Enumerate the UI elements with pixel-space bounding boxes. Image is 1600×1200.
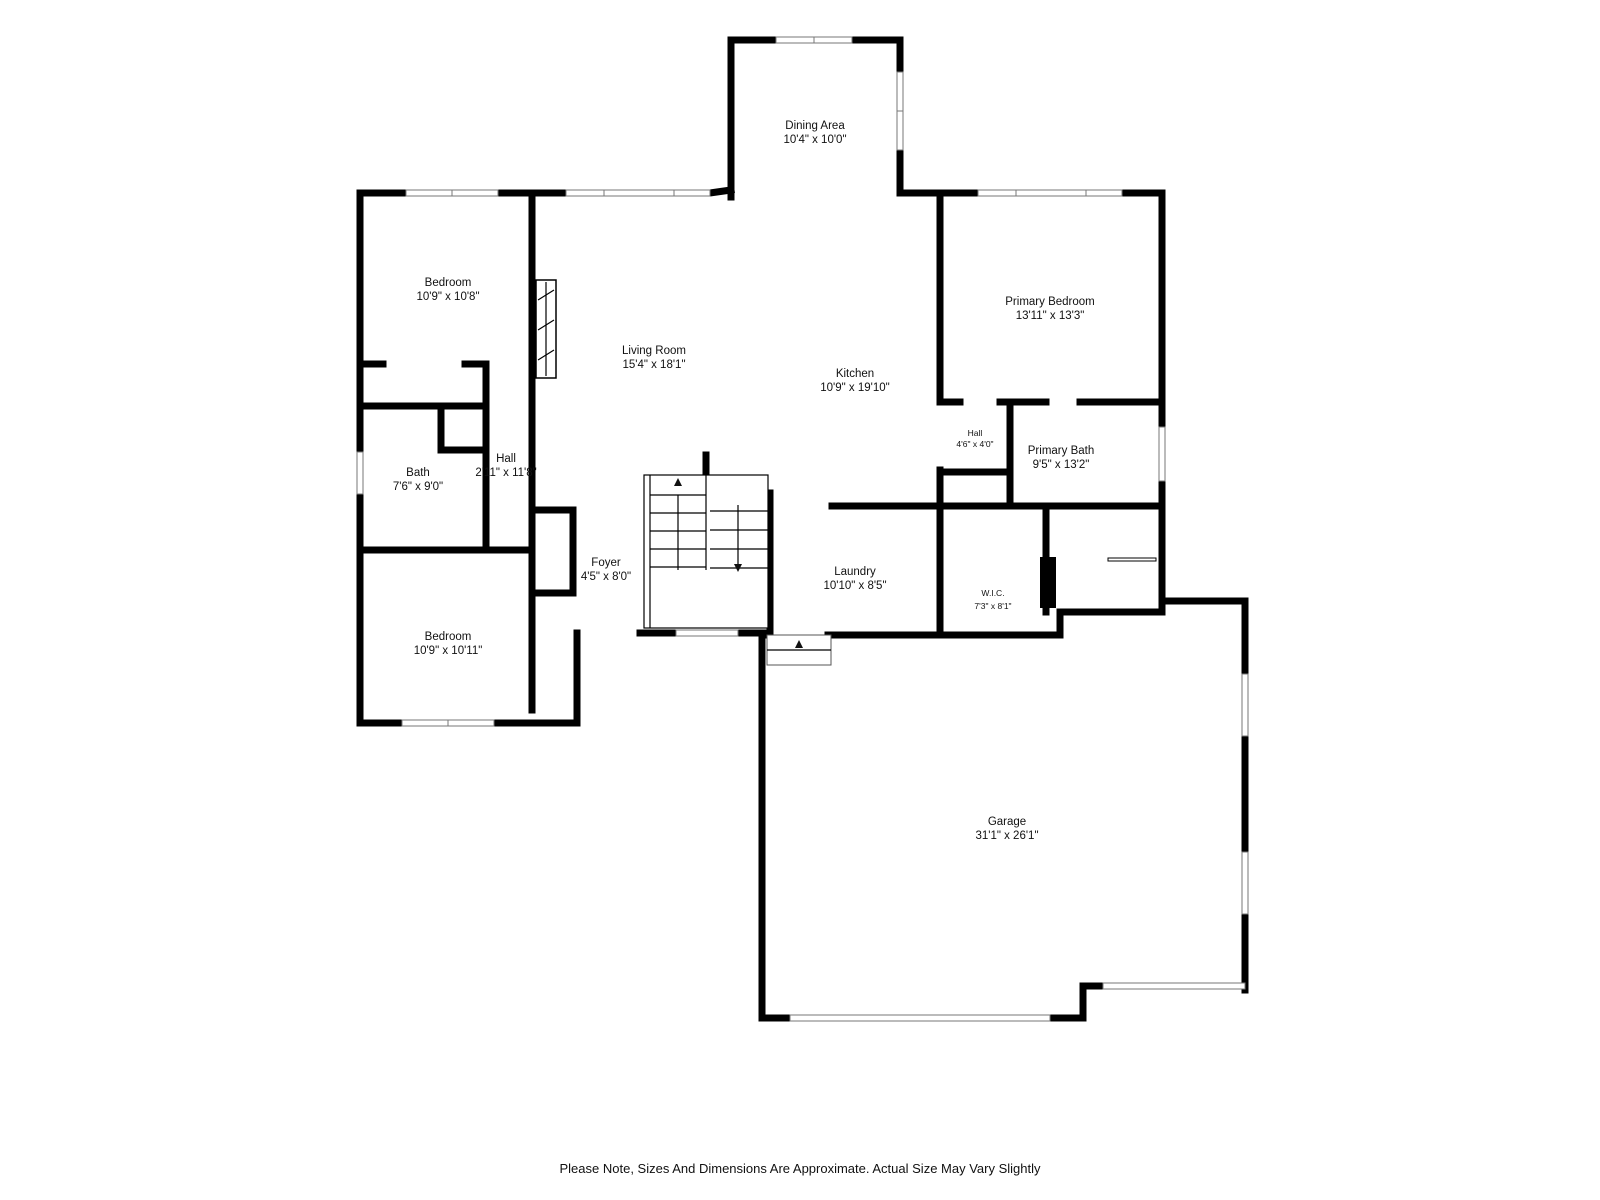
window bbox=[789, 1014, 1051, 1022]
window bbox=[977, 189, 1123, 197]
room-name: Hall bbox=[968, 428, 983, 438]
window bbox=[896, 71, 904, 151]
room-name: Bedroom bbox=[425, 277, 472, 289]
room-label-primary-bath: Primary Bath 9'5" x 13'2" bbox=[1028, 445, 1094, 471]
room-name: Foyer bbox=[591, 557, 621, 569]
room-label-bedroom-1: Bedroom 10'9" x 10'8" bbox=[416, 277, 479, 303]
room-size: 9'5" x 13'2" bbox=[1033, 459, 1090, 471]
room-name: Laundry bbox=[834, 566, 876, 578]
fireplace bbox=[535, 279, 557, 379]
room-name: Dining Area bbox=[785, 120, 845, 132]
room-name: Garage bbox=[988, 816, 1026, 828]
room-label-hall: Hall 2'11" x 11'8" bbox=[475, 453, 536, 479]
room-label-wic: W.I.C. 7'3" x 8'1" bbox=[974, 588, 1011, 611]
room-label-kitchen: Kitchen 10'9" x 19'10" bbox=[820, 368, 889, 394]
window bbox=[356, 451, 364, 495]
disclaimer-note: Please Note, Sizes And Dimensions Are Ap… bbox=[559, 1161, 1041, 1176]
room-label-laundry: Laundry 10'10" x 8'5" bbox=[823, 566, 886, 592]
room-name: Kitchen bbox=[836, 368, 874, 380]
fixtures bbox=[1040, 557, 1157, 608]
room-label-foyer: Foyer 4'5" x 8'0" bbox=[581, 557, 631, 583]
room-labels: Dining Area 10'4" x 10'0" Bedroom 10'9" x … bbox=[393, 120, 1095, 842]
room-size: 4'5" x 8'0" bbox=[581, 571, 631, 583]
room-label-primary-bedroom: Primary Bedroom 13'11" x 13'3" bbox=[1005, 296, 1094, 322]
room-name: Primary Bedroom bbox=[1005, 296, 1094, 308]
window bbox=[405, 189, 499, 197]
room-size: 7'6" x 9'0" bbox=[393, 481, 443, 493]
room-label-living-room: Living Room 15'4" x 18'1" bbox=[622, 345, 686, 371]
room-label-garage: Garage 31'1" x 26'1" bbox=[975, 816, 1038, 842]
room-name: Primary Bath bbox=[1028, 445, 1094, 457]
room-label-dining-area: Dining Area 10'4" x 10'0" bbox=[783, 120, 846, 146]
window bbox=[1241, 673, 1249, 737]
room-name: Hall bbox=[496, 453, 516, 465]
room-size: 13'11" x 13'3" bbox=[1016, 310, 1085, 322]
room-size: 15'4" x 18'1" bbox=[622, 359, 685, 371]
window bbox=[565, 189, 711, 197]
room-name: Living Room bbox=[622, 345, 686, 357]
interior-walls bbox=[356, 189, 1166, 714]
front-step bbox=[766, 634, 832, 666]
room-name: Bedroom bbox=[425, 631, 472, 643]
room-size: 31'1" x 26'1" bbox=[975, 830, 1038, 842]
room-size: 2'11" x 11'8" bbox=[475, 467, 536, 479]
room-size: 10'9" x 19'10" bbox=[820, 382, 889, 394]
window bbox=[775, 36, 853, 44]
room-label-bedroom-2: Bedroom 10'9" x 10'11" bbox=[414, 631, 483, 657]
window bbox=[1158, 426, 1166, 482]
room-name: W.I.C. bbox=[981, 588, 1004, 598]
room-name: Bath bbox=[406, 467, 430, 479]
room-size: 10'4" x 10'0" bbox=[783, 134, 846, 146]
windows bbox=[356, 36, 1249, 1022]
window bbox=[675, 629, 739, 637]
room-size: 10'10" x 8'5" bbox=[823, 580, 886, 592]
window bbox=[401, 719, 495, 727]
room-size: 7'3" x 8'1" bbox=[974, 601, 1011, 611]
room-size: 10'9" x 10'8" bbox=[416, 291, 479, 303]
room-label-bath: Bath 7'6" x 9'0" bbox=[393, 467, 443, 493]
window bbox=[1102, 982, 1246, 990]
room-size: 4'6" x 4'0" bbox=[956, 439, 993, 449]
room-size: 10'9" x 10'11" bbox=[414, 645, 483, 657]
exterior-walls bbox=[356, 36, 1249, 1022]
staircase bbox=[643, 474, 769, 629]
window bbox=[1241, 851, 1249, 915]
